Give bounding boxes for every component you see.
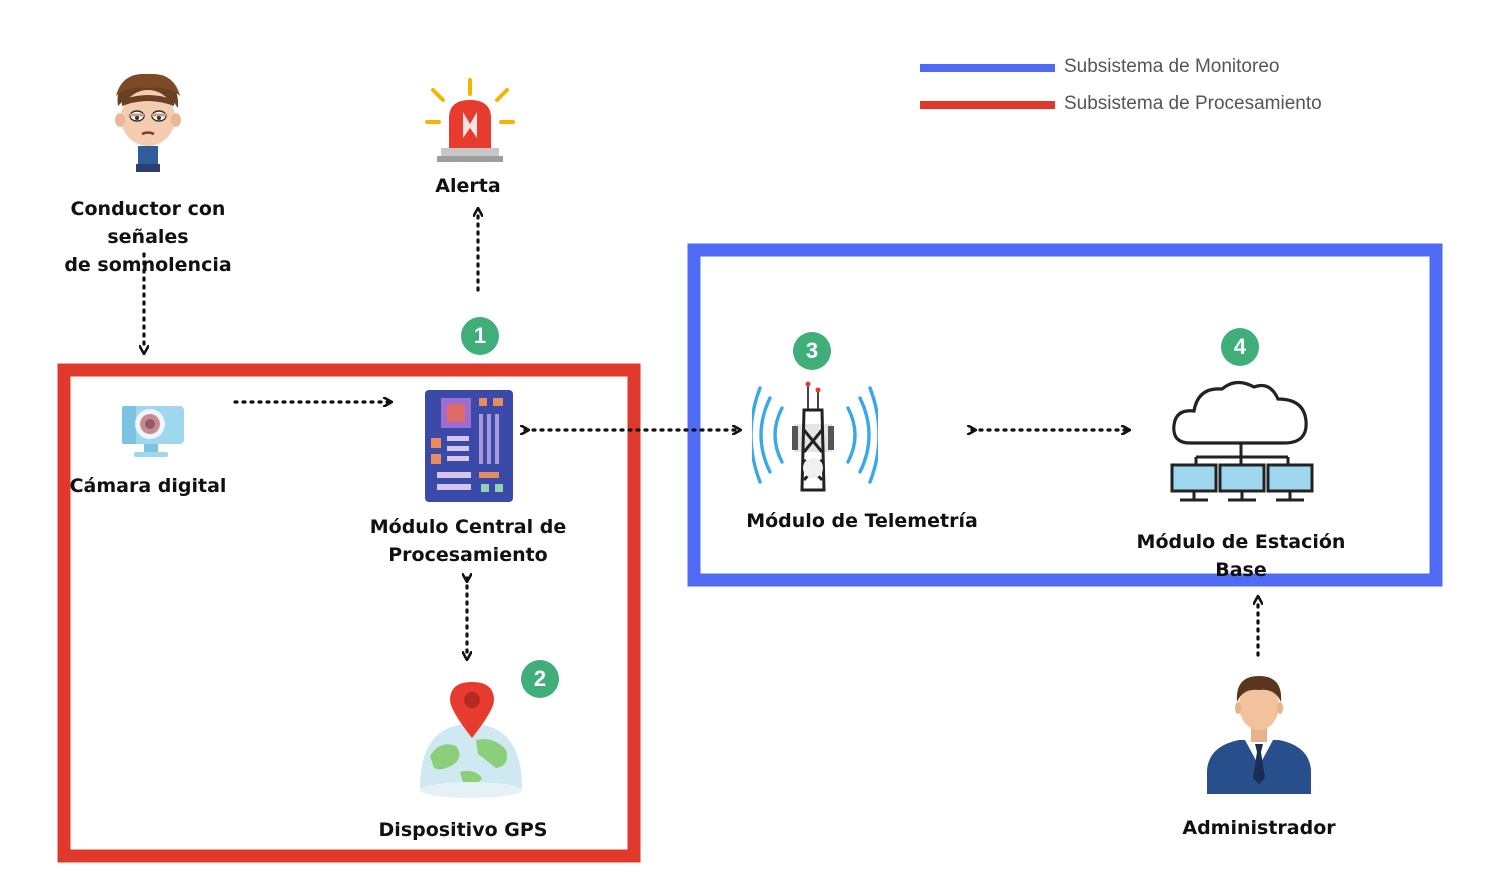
cpu-label: Módulo Central de Procesamiento — [350, 513, 586, 569]
gps-label: Dispositivo GPS — [378, 819, 548, 841]
drowsy-driver-icon — [115, 73, 181, 172]
administrator-label: Administrador — [1182, 817, 1336, 839]
badge-2: 2 — [521, 660, 559, 698]
driver-label-line1: Conductor con señales — [70, 198, 226, 248]
alert-label: Alerta — [435, 175, 501, 197]
antenna-tower-icon — [752, 381, 878, 492]
monitoring-subsystem-box — [687, 243, 1443, 587]
cpu-label-line2: Procesamiento — [388, 544, 548, 566]
cpu-label-line1: Módulo Central de — [369, 516, 567, 538]
driver-label-line2: de somnolencia — [64, 254, 232, 276]
camera-label: Cámara digital — [69, 475, 227, 497]
cloud-network-icon — [1170, 380, 1314, 502]
administrator-icon — [1207, 676, 1311, 794]
alarm-siren-icon — [425, 78, 515, 162]
gps-globe-icon — [420, 682, 522, 798]
legend-monitoring-label: Subsistema de Monitoreo — [1064, 56, 1280, 77]
driver-label: Conductor con señales de somnolencia — [38, 195, 258, 279]
legend-processing-label: Subsistema de Procesamiento — [1064, 93, 1322, 114]
base-station-label: Módulo de Estación Base — [1136, 531, 1346, 581]
camera-icon — [122, 406, 184, 457]
badge-4: 4 — [1221, 328, 1259, 366]
motherboard-icon — [425, 390, 513, 502]
badge-3: 3 — [793, 332, 831, 370]
telemetry-label: Módulo de Telemetría — [746, 510, 978, 532]
badge-1: 1 — [461, 317, 499, 355]
processing-subsystem-box — [57, 363, 641, 863]
